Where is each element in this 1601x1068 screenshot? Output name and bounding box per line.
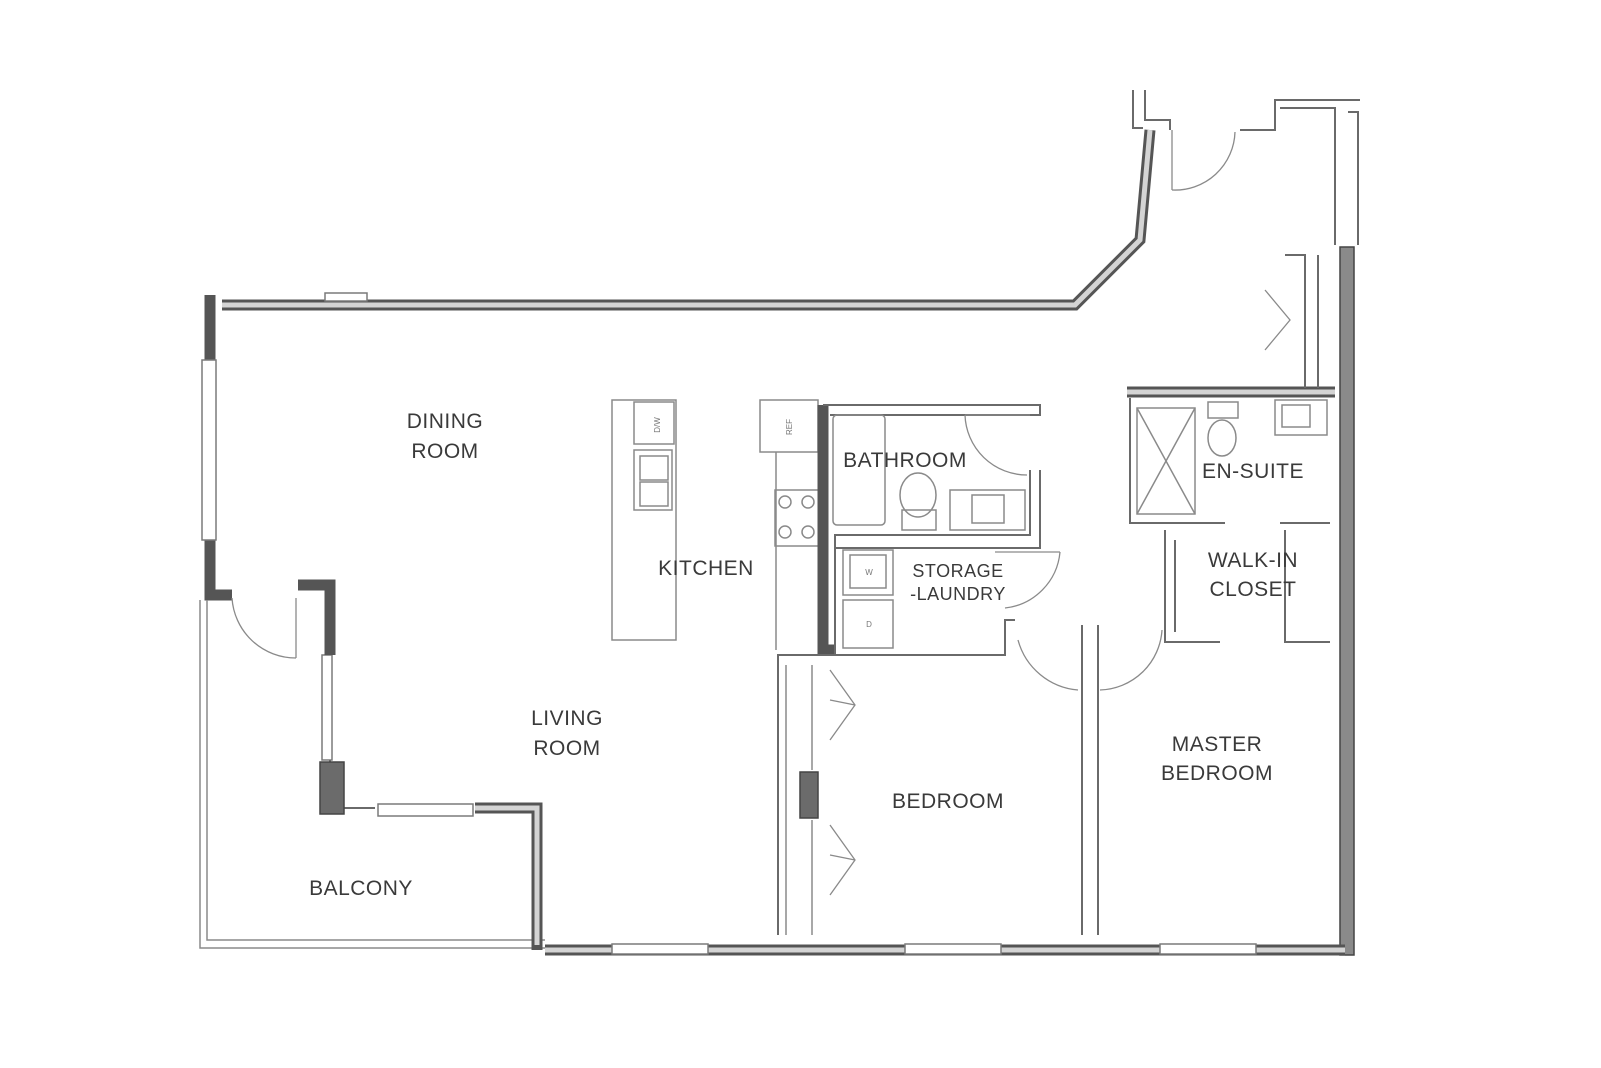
bedroom-label: BEDROOM	[892, 790, 1004, 813]
dining-room-label-2: ROOM	[411, 440, 478, 463]
fixture-labels: D/W REF W D	[653, 417, 873, 629]
bedroom-walls	[777, 625, 1163, 935]
storage-label-2: -LAUNDRY	[910, 584, 1006, 604]
kitchen-label: KITCHEN	[658, 557, 754, 580]
ensuite-walls	[1127, 254, 1335, 643]
balcony-label: BALCONY	[309, 877, 413, 900]
kitchen-island	[611, 399, 677, 641]
room-labels: DINING ROOM KITCHEN BATHROOM STORAGE -LA…	[309, 410, 1304, 900]
living-room-label: LIVING	[531, 707, 603, 730]
bathroom-walls	[817, 404, 1041, 656]
dining-room-label: DINING	[407, 410, 484, 433]
washer-label: W	[865, 568, 873, 577]
bathroom-label: BATHROOM	[843, 449, 967, 472]
ensuite-label: EN-SUITE	[1202, 460, 1304, 483]
dryer-label: D	[866, 620, 872, 629]
living-room-label-2: ROOM	[533, 737, 600, 760]
master-bedroom-label-2: BEDROOM	[1161, 762, 1273, 785]
walkin-closet-label-2: CLOSET	[1209, 578, 1296, 601]
walkin-closet-label: WALK-IN	[1208, 549, 1298, 572]
exterior-walls	[204, 129, 1355, 956]
master-bedroom-label: MASTER	[1172, 733, 1263, 756]
dishwasher-label: D/W	[653, 417, 662, 433]
entry-walls	[1132, 90, 1360, 245]
refrigerator-label: REF	[785, 419, 794, 435]
balcony-area	[199, 579, 545, 950]
storage-label: STORAGE	[912, 561, 1003, 581]
kitchen-counter	[759, 399, 820, 650]
